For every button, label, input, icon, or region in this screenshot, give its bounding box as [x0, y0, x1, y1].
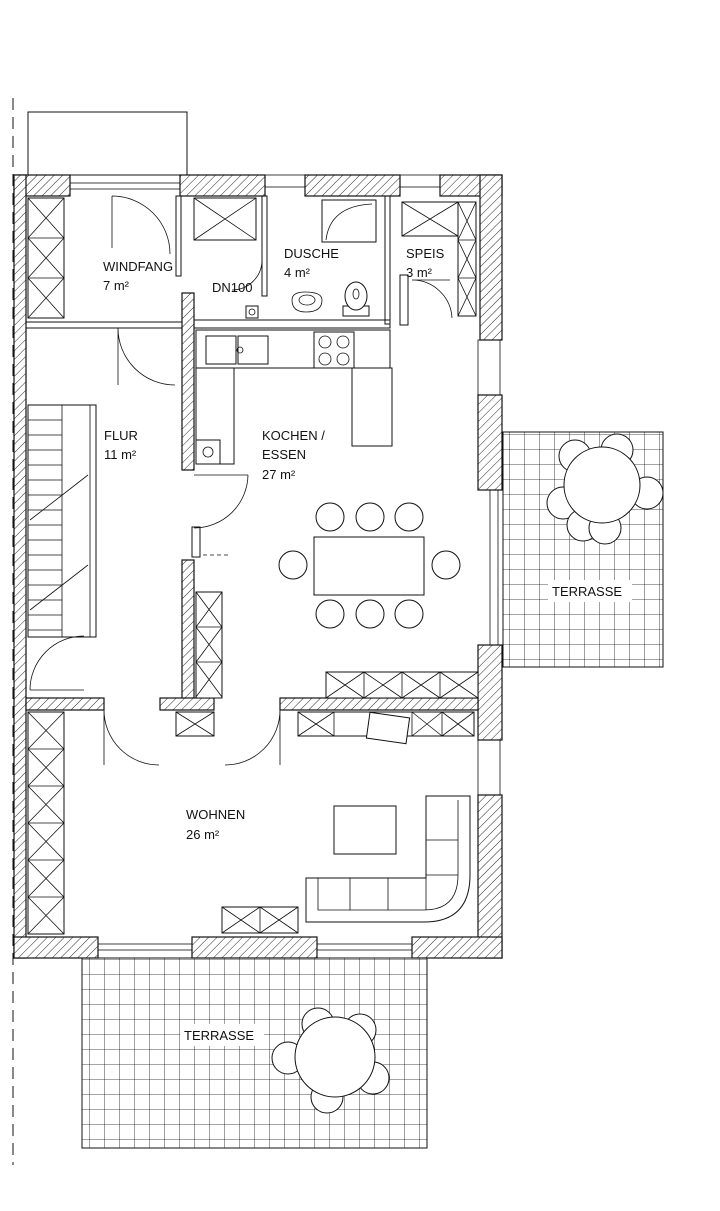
terrace-south-table — [271, 1007, 390, 1114]
doors — [29, 195, 453, 766]
room-label-kochen: KOCHEN / — [262, 428, 325, 443]
interior-walls — [25, 195, 479, 711]
windows — [69, 174, 501, 951]
cabinets — [27, 197, 479, 935]
dining-table — [278, 502, 461, 629]
room-area-speis: 3 m² — [406, 265, 433, 280]
room-area-windfang: 7 m² — [103, 278, 130, 293]
room-label-dusche: DUSCHE — [284, 246, 339, 261]
room-label-essen: ESSEN — [262, 447, 306, 462]
room-label-terrasse-east: TERRASSE — [552, 584, 622, 599]
room-area-kochen: 27 m² — [262, 467, 296, 482]
entrance-canopy — [27, 111, 188, 176]
room-area-dusche: 4 m² — [284, 265, 311, 280]
room-label-terrasse-south: TERRASSE — [184, 1028, 254, 1043]
desk-item — [365, 711, 411, 745]
room-label-wohnen: WOHNEN — [186, 807, 245, 822]
room-area-flur: 11 m² — [104, 447, 137, 462]
room-label-speis: SPEIS — [406, 246, 445, 261]
room-label-flur: FLUR — [104, 428, 138, 443]
terrace-east-table — [546, 433, 664, 545]
staircase — [27, 404, 97, 638]
kitchen-fixtures — [195, 329, 393, 465]
room-area-wohnen: 26 m² — [186, 827, 220, 842]
living-sofa — [305, 795, 471, 923]
bathroom-fixtures — [245, 199, 377, 319]
label-dn100: DN100 — [212, 280, 252, 295]
exterior-walls — [13, 174, 503, 959]
room-label-windfang: WINDFANG — [103, 259, 173, 274]
